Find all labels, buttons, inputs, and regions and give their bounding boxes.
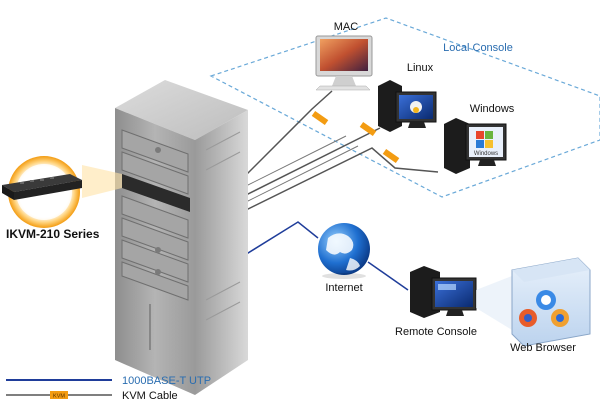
windows-pc-icon: Windows <box>444 118 507 174</box>
label-remote-console: Remote Console <box>395 326 477 338</box>
highlight-cone <box>82 165 122 198</box>
kvm-switch-icon <box>2 156 82 228</box>
label-internet: Internet <box>325 282 362 294</box>
kvm-tag-linux <box>359 121 377 137</box>
imac-icon <box>315 35 373 91</box>
legend: 1000BASE-T UTP KVM KVM Cable <box>6 375 211 402</box>
label-linux: Linux <box>407 62 434 74</box>
linux-pc-icon <box>378 80 437 132</box>
legend-kvm-tag-text: KVM <box>53 394 65 400</box>
label-local-console: Local Console <box>443 42 513 54</box>
kvm-cables <box>237 90 439 213</box>
web-browser-icon <box>511 257 591 347</box>
label-product: IKVM-210 Series <box>6 227 100 241</box>
legend-kvm-label: KVM Cable <box>122 390 178 402</box>
server-rack-icon <box>115 80 248 395</box>
kvm-tag-mac <box>311 110 329 126</box>
legend-utp-label: 1000BASE-T UTP <box>122 375 211 387</box>
globe-icon <box>318 223 370 279</box>
kvm-tag-windows <box>382 148 400 164</box>
local-console-region <box>209 17 600 198</box>
svg-text:Windows: Windows <box>474 151 498 157</box>
label-mac: MAC <box>334 21 359 33</box>
kvm-tags <box>311 110 400 164</box>
legend-kvm-tag <box>50 391 68 399</box>
browser-highlight <box>476 276 512 330</box>
label-web-browser: Web Browser <box>510 342 576 354</box>
remote-pc-icon <box>410 266 477 318</box>
utp-cables <box>239 221 409 291</box>
label-windows: Windows <box>470 103 515 115</box>
